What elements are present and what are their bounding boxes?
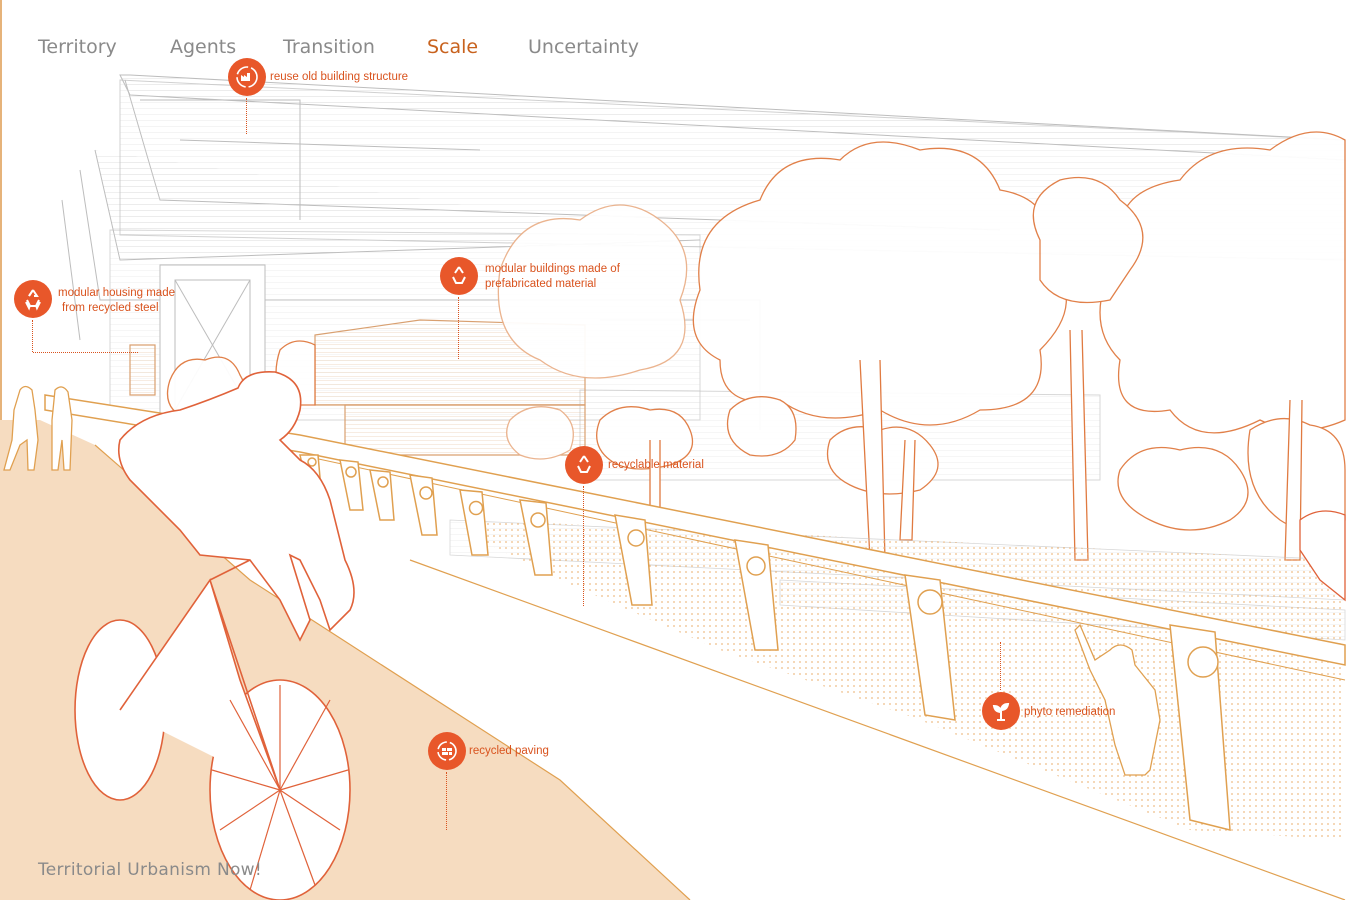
bicycle-spokes: [211, 685, 349, 891]
annotation-phyto-leader: [1000, 642, 1001, 690]
person-phyto: [1074, 623, 1161, 776]
annotation-paving-label: recycled paving: [469, 745, 549, 757]
tree-canopies: [166, 131, 1346, 531]
annotation-buildings-label: modular buildings made of prefabricated …: [485, 262, 620, 292]
recycled-paving-path: [0, 420, 690, 900]
annotation-reuse-leader: [246, 98, 247, 134]
recycle-icon: [565, 446, 603, 484]
paving-recycle-icon: [428, 732, 466, 770]
annotation-housing-leader: [32, 320, 33, 352]
annotation-buildings-line2: prefabricated material: [485, 278, 597, 290]
pedestrians: [3, 385, 73, 471]
annotation-buildings-leader: [458, 297, 459, 359]
footer-title: Territorial Urbanism Now!: [38, 860, 262, 880]
railing: [44, 394, 1346, 831]
annotation-buildings-line1: modular buildings made of: [485, 263, 620, 275]
tab-transition[interactable]: Transition: [283, 36, 375, 58]
tab-scale[interactable]: Scale: [427, 36, 479, 58]
tab-agents[interactable]: Agents: [170, 36, 237, 58]
person-right-edge: [1299, 510, 1346, 602]
annotation-housing-label: modular housing made from recycled steel: [58, 286, 175, 316]
annotation-recyclable-leader: [583, 486, 584, 606]
annotation-phyto-label: phyto remediation: [1024, 706, 1116, 718]
recycle-icon: [14, 280, 52, 318]
annotation-housing-line1: modular housing made: [58, 287, 175, 299]
sprout-icon: [982, 692, 1020, 730]
annotation-housing-leader-h: [33, 352, 138, 353]
section-tabs: Territory Agents Transition Scale Uncert…: [38, 36, 738, 66]
recycle-icon: [440, 257, 478, 295]
annotation-housing-line2: from recycled steel: [62, 302, 159, 314]
tab-territory[interactable]: Territory: [38, 36, 117, 58]
annotation-recyclable-label: recyclable material: [608, 459, 704, 471]
factory-recycle-icon: [228, 58, 266, 96]
tree-trunks: [649, 329, 1303, 561]
annotation-paving-leader: [446, 772, 447, 830]
annotation-reuse-label: reuse old building structure: [270, 71, 409, 83]
tab-uncertainty[interactable]: Uncertainty: [528, 36, 640, 58]
